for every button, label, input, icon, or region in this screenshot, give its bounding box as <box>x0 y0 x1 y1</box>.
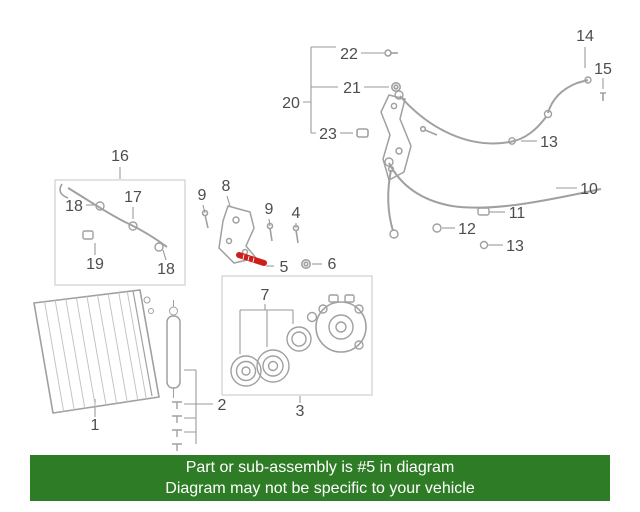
part-label-10: 10 <box>580 181 598 198</box>
highlighted-stud <box>236 252 267 266</box>
part-label-18-b: 18 <box>157 261 175 278</box>
part-label-8: 8 <box>222 178 231 195</box>
part-label-9-a: 9 <box>198 187 207 204</box>
ac-hose-lines <box>384 76 602 250</box>
part-label-14: 14 <box>576 28 594 45</box>
group-box-16 <box>54 179 186 286</box>
part-label-5: 5 <box>280 259 289 276</box>
part-label-7: 7 <box>261 287 270 304</box>
part-label-19: 19 <box>86 256 104 273</box>
part-label-11: 11 <box>509 205 526 222</box>
highlight-banner: Part or sub-assembly is #5 in diagram Di… <box>30 455 610 501</box>
fasteners-drawing <box>201 49 606 269</box>
part-label-15: 15 <box>594 61 612 78</box>
part-label-20: 20 <box>282 95 300 112</box>
part-label-13-b: 13 <box>506 238 524 255</box>
part-label-16: 16 <box>111 148 129 165</box>
part-label-4: 4 <box>292 205 301 222</box>
stud-thread-lines <box>242 254 255 263</box>
banner-line-1: Part or sub-assembly is #5 in diagram <box>185 458 455 476</box>
part-label-2: 2 <box>218 397 227 414</box>
mounting-screws-drawing <box>172 401 182 451</box>
part-label-13-a: 13 <box>540 134 558 151</box>
part-label-1: 1 <box>91 417 100 434</box>
part-label-23: 23 <box>319 126 337 143</box>
highlighted-part-5 <box>236 252 267 266</box>
part-label-17: 17 <box>124 189 142 206</box>
part-label-3: 3 <box>296 403 305 420</box>
receiver-drier-drawing <box>166 300 181 398</box>
group-boxes <box>54 179 373 396</box>
part-label-9-b: 9 <box>265 201 274 218</box>
part-labels: 22 21 20 23 14 15 13 10 11 12 13 16 18 1… <box>65 28 612 434</box>
mount-bracket-drawing <box>380 94 412 182</box>
part-label-18-a: 18 <box>65 198 83 215</box>
part-label-21: 21 <box>343 80 361 97</box>
condenser-drawing <box>33 289 160 414</box>
banner-line-2: Diagram may not be specific to your vehi… <box>165 480 475 497</box>
part-label-6: 6 <box>328 256 337 273</box>
part-label-22: 22 <box>340 46 358 63</box>
compressor-drawing <box>315 294 367 353</box>
part-label-12: 12 <box>458 221 476 238</box>
clutch-pulley-drawing <box>230 311 318 387</box>
hose-assembly-16-drawing <box>59 183 168 252</box>
group-box-7 <box>221 275 373 396</box>
